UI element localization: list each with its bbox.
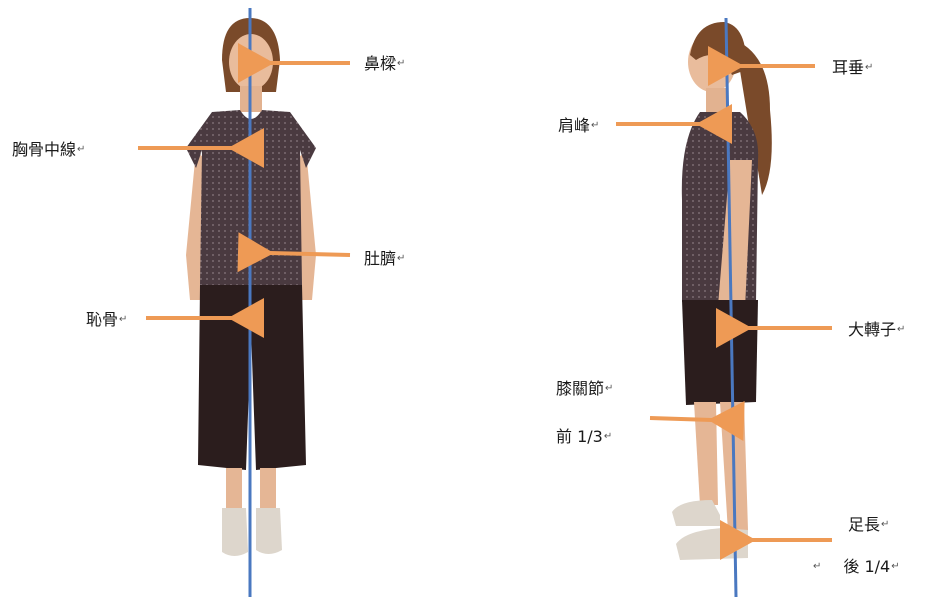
return-mark: ↵ (119, 314, 127, 325)
return-mark: ↵ (881, 519, 889, 530)
label-knee-line1: 膝關節↵ (556, 380, 613, 398)
label-foot-line1: 足長↵ (848, 516, 889, 534)
label-earlobe: 耳垂↵ (832, 59, 873, 77)
return-mark: ↵ (604, 431, 612, 442)
return-mark: ↵ (813, 561, 821, 572)
return-mark: ↵ (77, 144, 85, 155)
return-mark: ↵ (397, 58, 405, 69)
arrow-knee (650, 418, 712, 420)
return-mark: ↵ (865, 62, 873, 73)
label-nose: 鼻樑↵ (364, 55, 405, 73)
return-mark: ↵ (591, 120, 599, 131)
label-acromion: 肩峰↵ (558, 117, 599, 135)
return-mark: ↵ (605, 383, 613, 394)
label-pubis: 恥骨↵ (86, 311, 127, 329)
return-mark: ↵ (897, 324, 905, 335)
label-trochanter: 大轉子↵ (848, 321, 905, 339)
return-mark: ↵ (891, 561, 899, 572)
return-mark: ↵ (397, 253, 405, 264)
label-foot-line2: ↵後 1/4↵ (812, 558, 900, 576)
label-navel: 肚臍↵ (364, 250, 405, 268)
label-knee-line2: 前 1/3↵ (556, 428, 612, 446)
side-person (672, 22, 772, 560)
arrow-navel (270, 253, 350, 255)
label-sternum: 胸骨中線↵ (12, 141, 85, 159)
